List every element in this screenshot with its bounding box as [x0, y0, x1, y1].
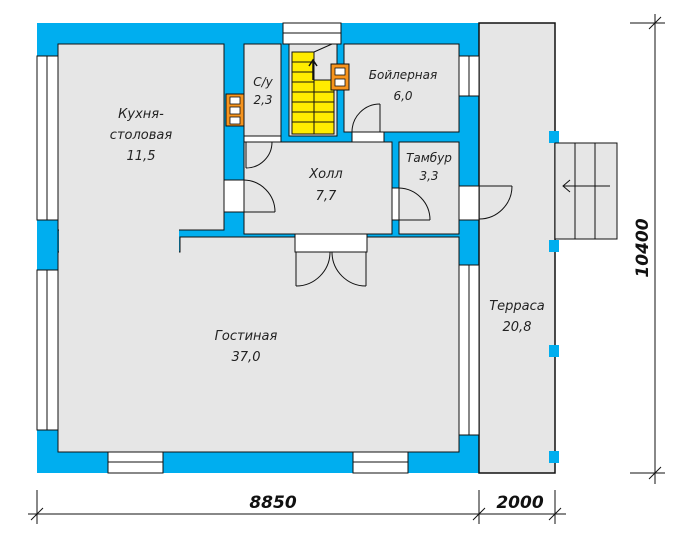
living-area: 37,0 [232, 350, 261, 365]
door-vestibule [391, 187, 431, 221]
window [36, 269, 59, 431]
terrace-post [549, 345, 559, 357]
hall-area: 7,7 [316, 189, 337, 204]
window [36, 55, 59, 221]
terrace-name: Терраса [489, 299, 545, 314]
terrace-post [549, 451, 559, 463]
door-boiler [351, 103, 385, 143]
kitchen-floor [57, 43, 225, 231]
dimension-height: 10400 [633, 218, 653, 277]
kitchen-area: 11,5 [127, 149, 156, 164]
boiler-appliance [330, 63, 350, 91]
door-hall-living [294, 233, 368, 287]
kitchen-name-1: Кухня- [118, 107, 164, 122]
boiler-area: 6,0 [393, 89, 412, 103]
window [458, 264, 480, 436]
hall-floor [243, 141, 393, 235]
window [282, 22, 342, 45]
terrace-floor [478, 22, 556, 474]
terrace-post [549, 240, 559, 252]
window [107, 451, 164, 474]
boiler-name: Бойлерная [369, 68, 437, 82]
wc-floor [243, 43, 282, 137]
dimension-width-main: 8850 [249, 493, 296, 513]
dimension-line-horizontal [28, 490, 566, 524]
terrace-post [549, 131, 559, 143]
door-wc [243, 135, 282, 169]
boiler-floor [343, 43, 460, 133]
dimension-line-vertical [630, 14, 665, 484]
kitchen-name-2: столовая [110, 128, 173, 143]
entrance-door [458, 185, 513, 221]
staircase [291, 43, 335, 135]
door-kitchen-hall [223, 179, 276, 213]
terrace-area: 20,8 [503, 320, 532, 335]
vestibule-name: Тамбур [406, 151, 452, 165]
window [352, 451, 409, 474]
vestibule-area: 3,3 [419, 169, 438, 183]
window [458, 55, 480, 97]
living-name: Гостиная [215, 329, 278, 344]
wc-area: 2,3 [253, 93, 272, 107]
hall-name: Холл [308, 167, 342, 182]
wc-appliance [225, 93, 245, 127]
kitchen-living-opening [59, 224, 179, 254]
entrance-steps [554, 142, 618, 240]
dimension-width-terrace: 2000 [496, 493, 543, 513]
vestibule-floor [398, 141, 460, 235]
wc-name: С/у [253, 75, 273, 89]
